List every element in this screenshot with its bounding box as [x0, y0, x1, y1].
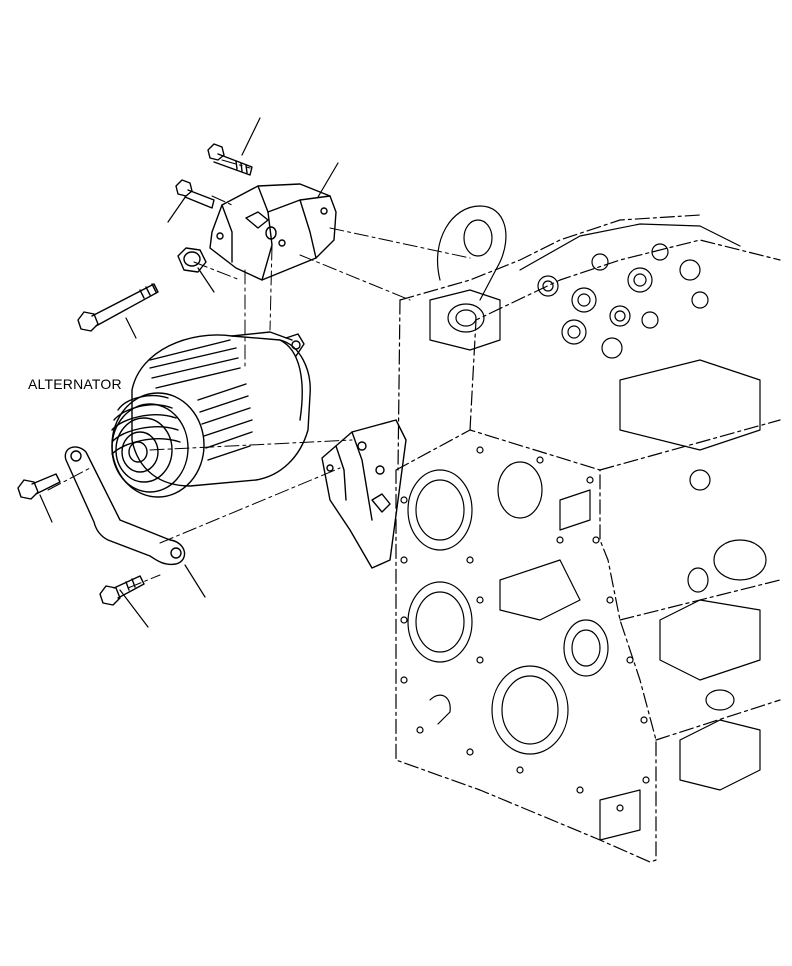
- spacer-collar: [178, 248, 206, 272]
- bolt-lower-left: [18, 474, 60, 499]
- bolt-bracket: [176, 180, 214, 208]
- alternator-label: ALTERNATOR: [28, 376, 122, 392]
- leader-lines: [40, 118, 338, 627]
- bolt-lower: [100, 576, 144, 605]
- lower-mounting-bracket: [322, 420, 406, 568]
- adjusting-strap: [65, 447, 184, 564]
- assembly-lines: [48, 160, 470, 588]
- engine-block: [396, 206, 780, 862]
- bolt-upper: [208, 144, 252, 175]
- upper-mounting-bracket: [210, 184, 336, 280]
- bolt-long: [78, 284, 158, 331]
- alternator: [112, 332, 310, 497]
